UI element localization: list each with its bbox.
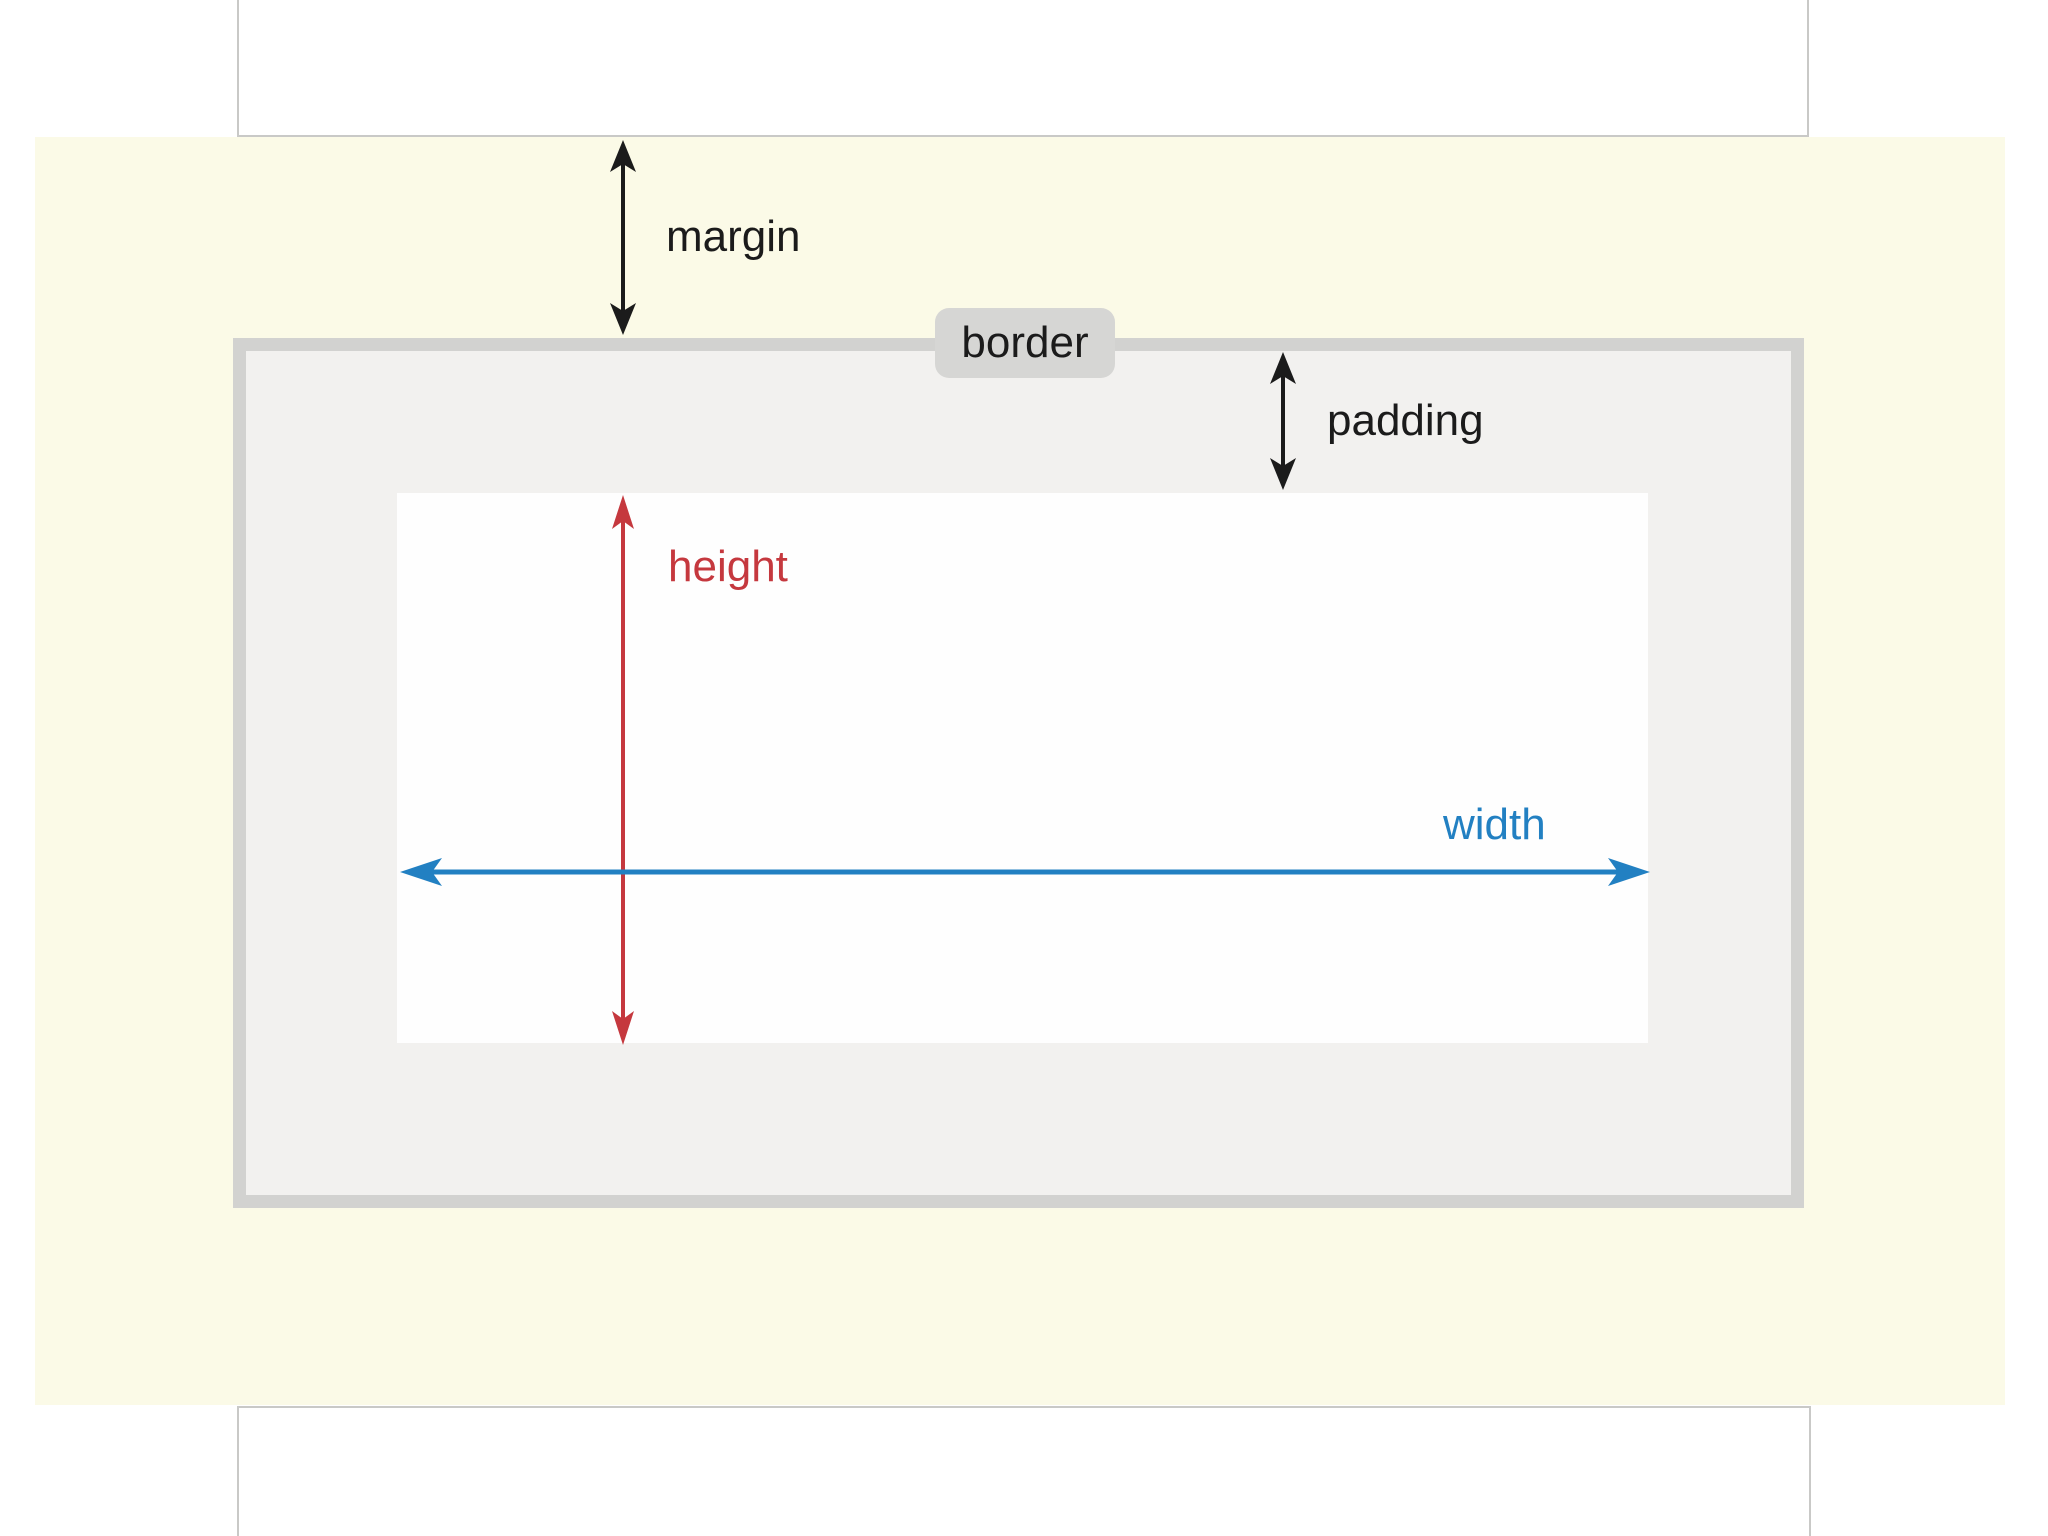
height-label: height xyxy=(668,542,788,591)
width-label: width xyxy=(1443,800,1546,849)
padding-arrow xyxy=(1270,352,1296,490)
previous-sibling-box xyxy=(237,0,1809,137)
width-arrow xyxy=(400,858,1650,886)
border-label: border xyxy=(961,318,1089,367)
height-arrow xyxy=(612,495,634,1045)
next-sibling-box xyxy=(237,1406,1811,1536)
border-badge: border xyxy=(935,308,1115,378)
padding-label: padding xyxy=(1327,396,1484,445)
content-area xyxy=(397,493,1648,1043)
margin-arrow xyxy=(610,140,636,335)
margin-label: margin xyxy=(666,212,801,261)
